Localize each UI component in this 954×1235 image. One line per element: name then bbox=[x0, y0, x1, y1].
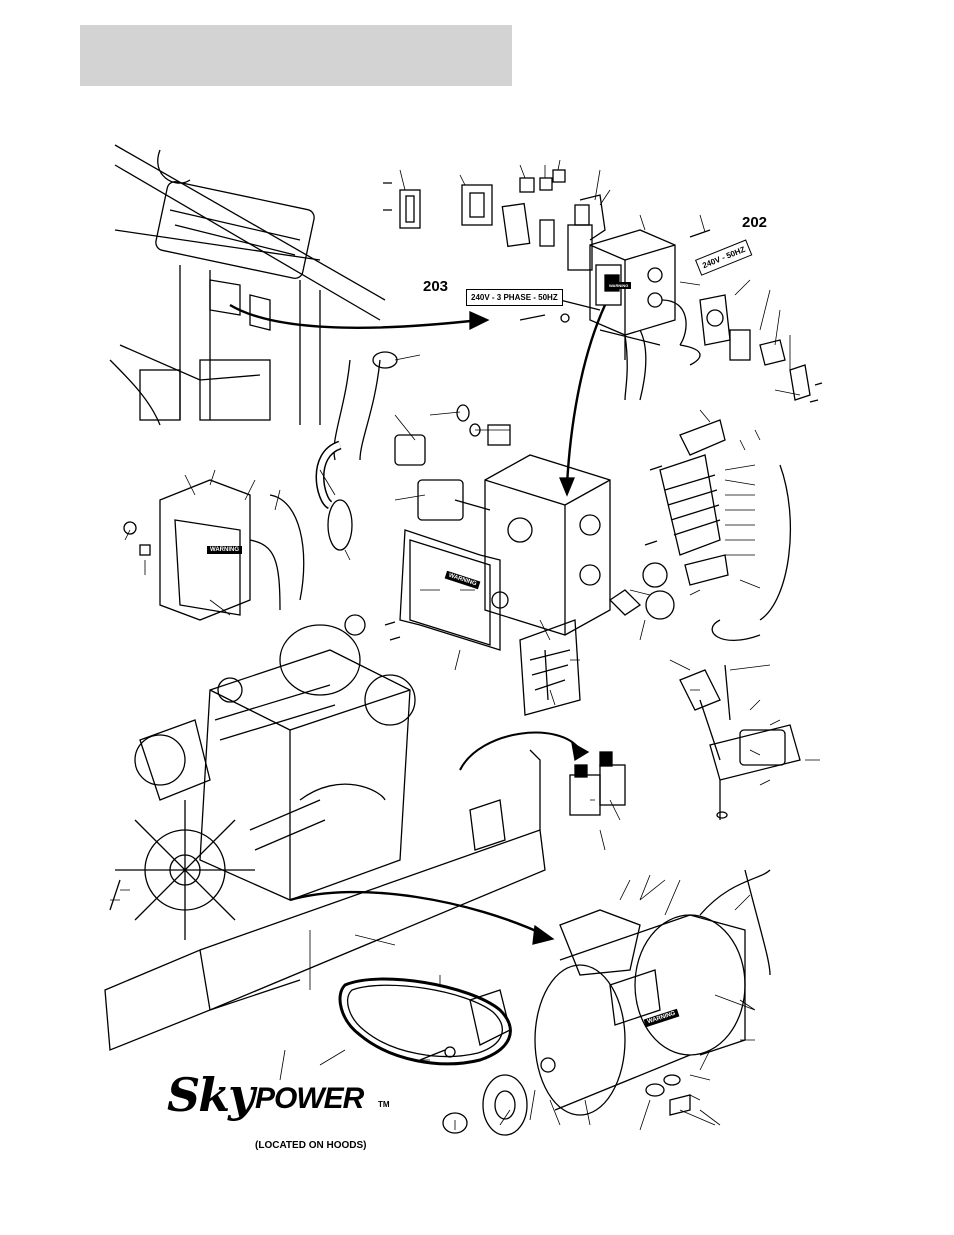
logo-tm-text: TM bbox=[378, 1100, 390, 1109]
warning-label-top: WARNING bbox=[606, 282, 631, 289]
callout-202: 202 bbox=[742, 214, 767, 231]
small-parts-top bbox=[383, 170, 710, 270]
control-panel-assembly bbox=[110, 145, 385, 425]
pointer-arrow-middle bbox=[567, 305, 605, 485]
logo-located-caption: (LOCATED ON HOODS) bbox=[255, 1140, 366, 1151]
generator-assembly bbox=[535, 870, 770, 1115]
logo-power-text: POWER bbox=[255, 1082, 363, 1116]
base-frame bbox=[105, 830, 545, 1050]
solenoid-bracket bbox=[680, 665, 800, 820]
pointer-arrow-top bbox=[230, 305, 480, 328]
voltage-tag-203: 240V - 3 PHASE - 50HZ bbox=[466, 289, 563, 306]
warning-label-left-box: WARNING bbox=[207, 546, 242, 554]
callout-203: 203 bbox=[423, 278, 448, 295]
schematic-decal bbox=[520, 620, 580, 715]
main-enclosure-box bbox=[485, 455, 610, 635]
pointer-arrow-bottom bbox=[290, 892, 545, 935]
skypower-logo: Sky POWER TM (LOCATED ON HOODS) bbox=[165, 1068, 415, 1158]
conduit-and-fittings bbox=[320, 352, 510, 550]
terminal-block-right bbox=[610, 420, 790, 640]
bottom-bolts bbox=[646, 1075, 690, 1115]
switch-plates-right bbox=[625, 295, 822, 402]
enclosure-cover bbox=[385, 530, 500, 650]
leader-lines bbox=[110, 160, 820, 1130]
logo-sky-text: Sky bbox=[167, 1068, 253, 1122]
